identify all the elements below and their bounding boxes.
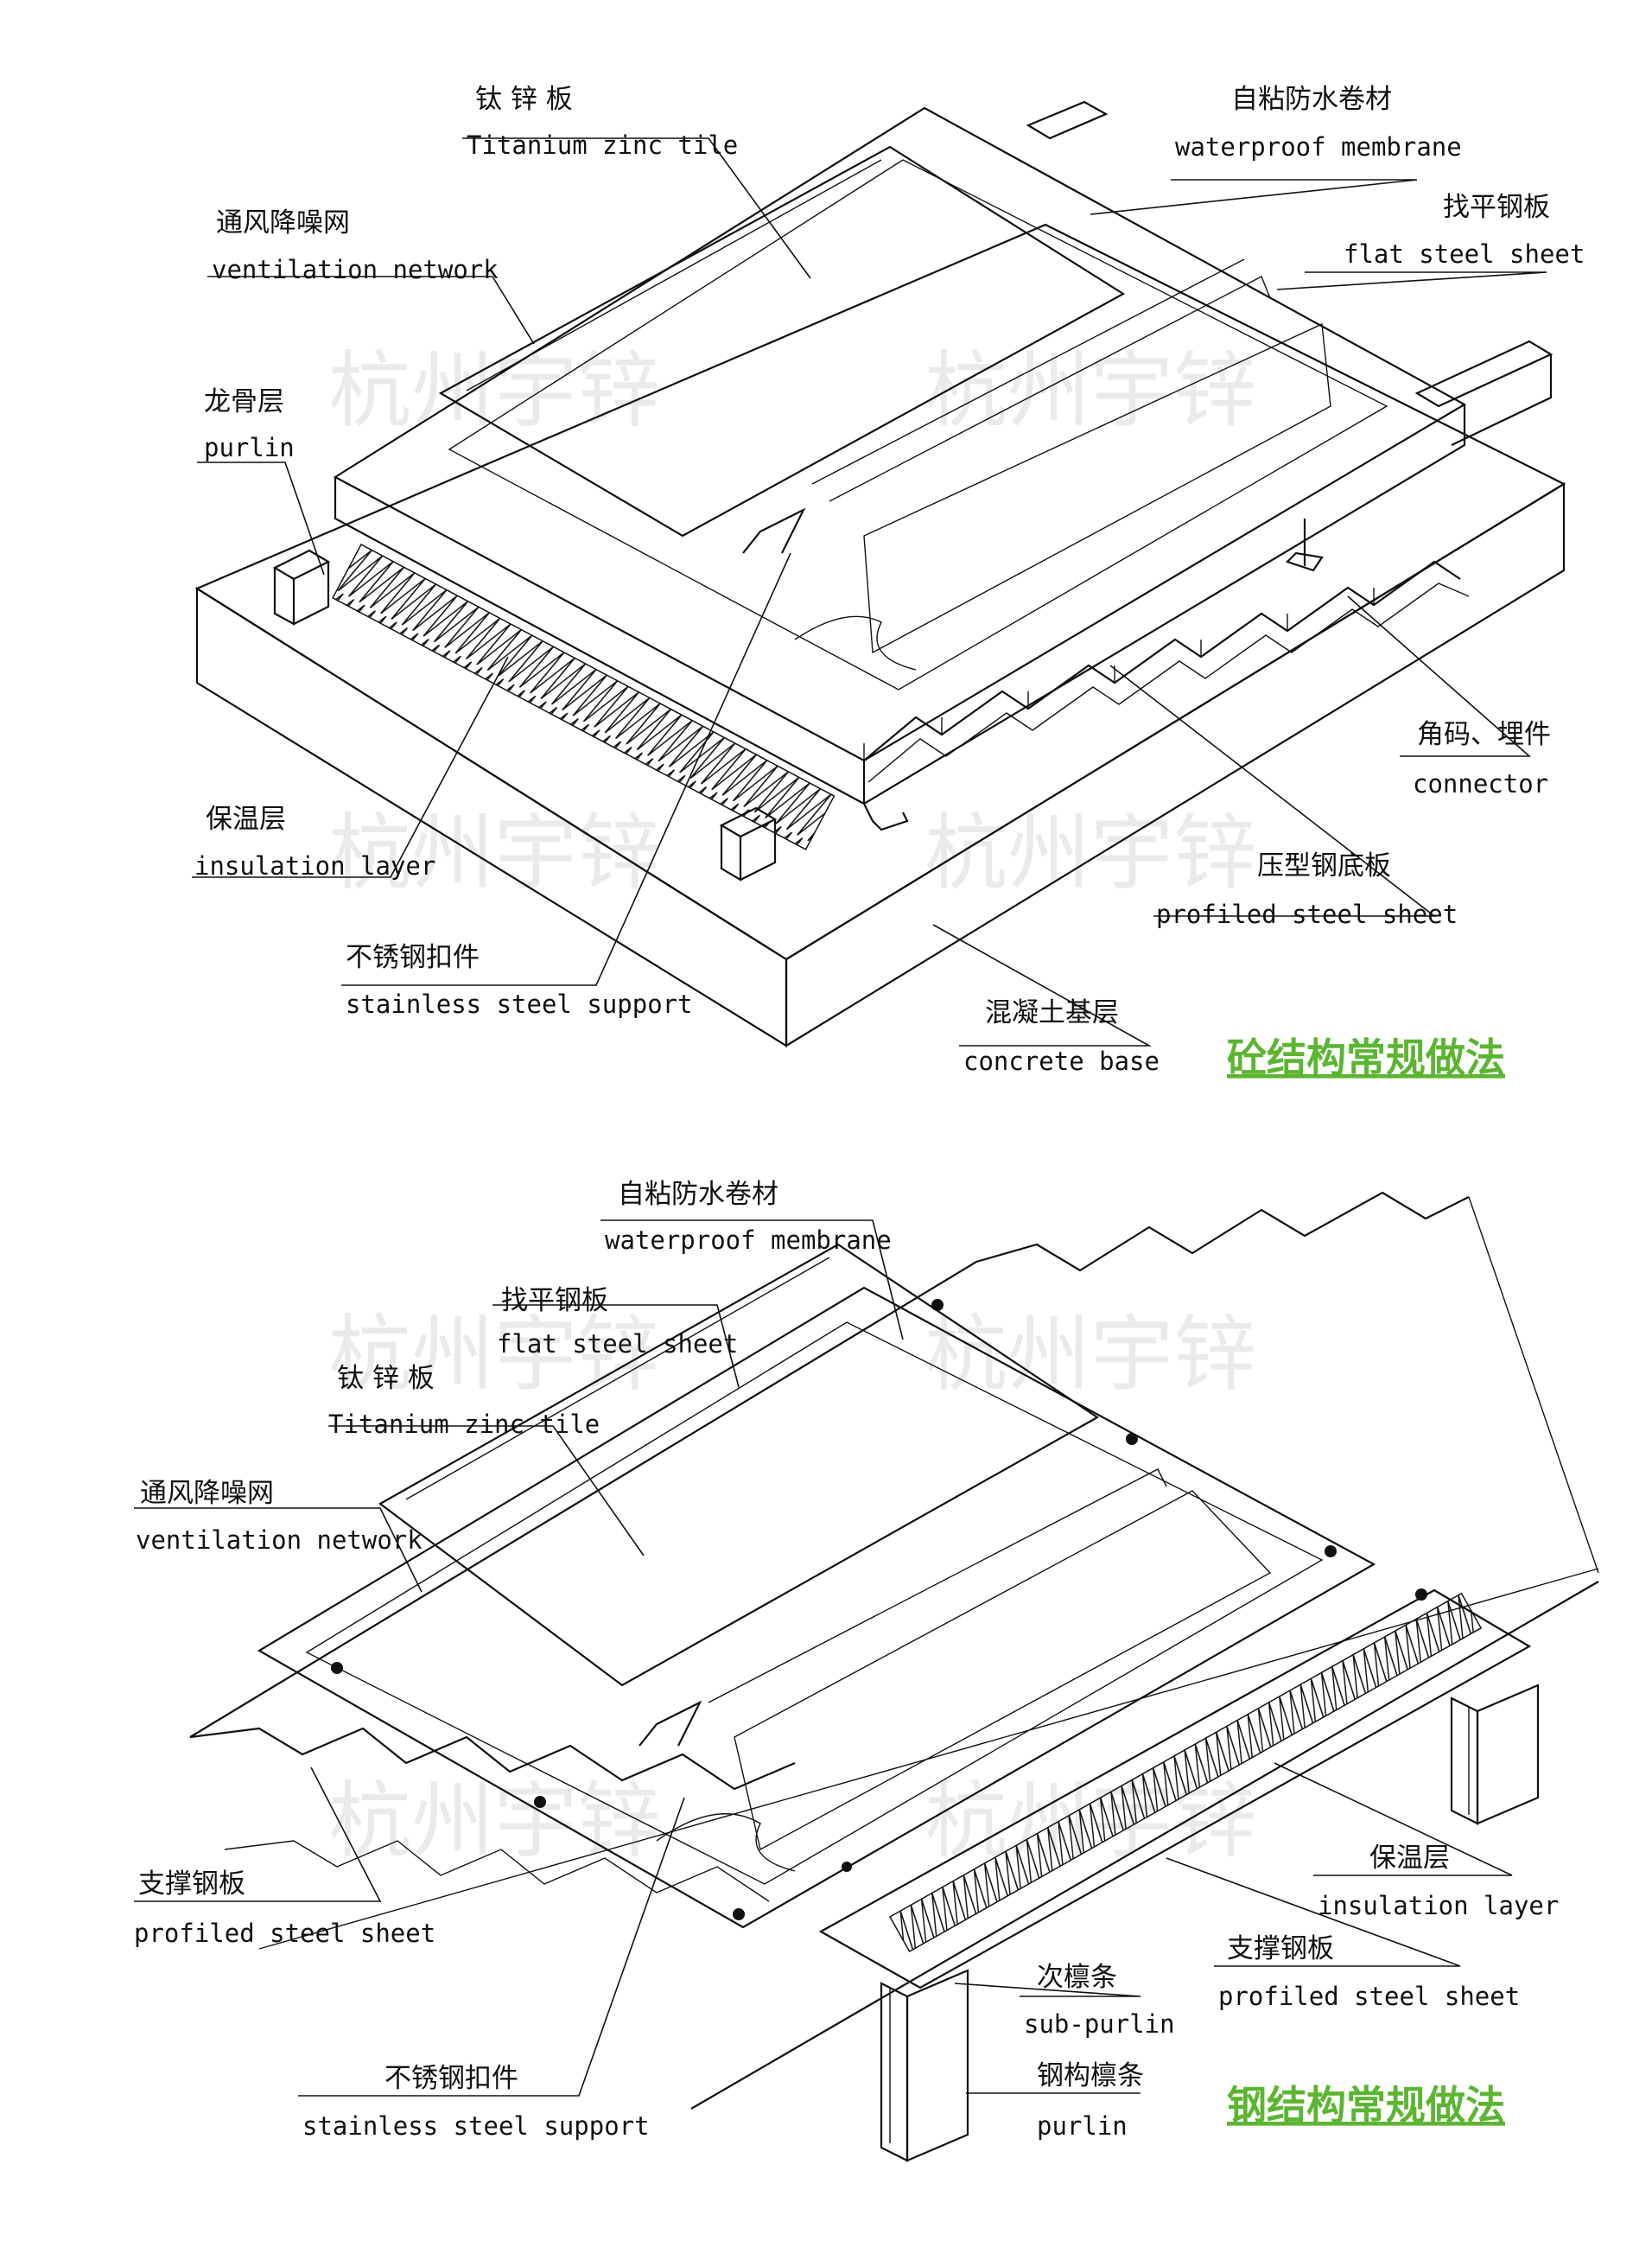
concrete-slab — [194, 223, 1566, 1047]
top-label-ventilation-en: ventilation network — [212, 255, 499, 284]
watermark-6: 杭州宇锌 — [924, 1306, 1256, 1403]
watermark-2: 杭州宇锌 — [924, 342, 1256, 439]
top-label-flatsteel-en: flat steel sheet — [1344, 239, 1585, 269]
top-label-profiled-cn: 压型钢底板 — [1257, 850, 1391, 882]
top-label-connector-en: connector — [1413, 769, 1548, 799]
bottom-label-profiled-right-en: profiled steel sheet — [1218, 1982, 1520, 2011]
bottom-label-insulation-en: insulation layer — [1318, 1891, 1559, 1920]
bottom-insulation — [888, 1592, 1483, 1953]
top-label-titanium-en: Titanium zinc tile — [467, 130, 738, 160]
top-connectors — [863, 519, 1324, 831]
bottom-subpurlin — [818, 1588, 1532, 1989]
bottom-label-ventilation-cn: 通风降噪网 — [140, 1478, 274, 1509]
top-label-membrane-cn: 自粘防水卷材 — [1231, 84, 1392, 115]
top-label-support-en: stainless steel support — [346, 990, 693, 1019]
profiled-deck — [863, 560, 1470, 783]
top-title: 砼结构常规做法 — [1227, 1034, 1505, 1081]
top-purlins — [272, 100, 1554, 882]
bottom-label-support-en: stainless steel support — [302, 2111, 650, 2141]
top-label-purlin-en: purlin — [204, 433, 295, 462]
top-label-concrete-cn: 混凝土基层 — [985, 997, 1119, 1028]
bottom-label-purlin-en: purlin — [1037, 2111, 1128, 2141]
bottom-purlins — [880, 1684, 1540, 2162]
top-label-titanium-cn: 钛 锌 板 — [475, 84, 573, 115]
top-label-insulation-en: insulation layer — [194, 851, 435, 881]
watermark-1: 杭州宇锌 — [328, 342, 660, 439]
bottom-label-subpurlin-en: sub-purlin — [1024, 2009, 1175, 2039]
bottom-label-titanium-cn: 钛 锌 板 — [337, 1363, 435, 1394]
bottom-label-subpurlin-cn: 次檩条 — [1037, 1962, 1117, 1993]
bottom-label-profiled-right-cn: 支撑钢板 — [1227, 1933, 1334, 1964]
bottom-label-flatsteel-cn: 找平钢板 — [501, 1285, 608, 1316]
watermark-7: 杭州宇锌 — [328, 1773, 660, 1869]
bottom-screws — [331, 1299, 1427, 1920]
bottom-label-insulation-cn: 保温层 — [1369, 1843, 1450, 1874]
top-label-concrete-en: concrete base — [963, 1047, 1160, 1076]
top-leaders — [192, 137, 1547, 1047]
bottom-label-ventilation-en: ventilation network — [136, 1525, 423, 1555]
top-label-insulation-cn: 保温层 — [206, 804, 286, 835]
top-zinc-tile — [438, 145, 1331, 654]
top-label-purlin-cn: 龙骨层 — [204, 386, 284, 417]
bottom-labels: 自粘防水卷材 waterproof membrane 找平钢板 flat ste… — [134, 1179, 1559, 2141]
top-membrane — [333, 106, 1467, 805]
bottom-label-flatsteel-en: flat steel sheet — [497, 1329, 738, 1359]
top-label-ventilation-cn: 通风降噪网 — [216, 207, 350, 239]
bottom-leaders — [134, 1219, 1513, 2097]
bottom-drawing — [134, 1191, 1599, 2162]
watermark-group: 杭州宇锌 杭州宇锌 杭州宇锌 杭州宇锌 杭州宇锌 杭州宇锌 杭州宇锌 杭州宇锌 — [328, 342, 1256, 1869]
top-label-support-cn: 不锈钢扣件 — [346, 942, 480, 973]
bottom-label-membrane-cn: 自粘防水卷材 — [618, 1179, 778, 1210]
top-label-flatsteel-cn: 找平钢板 — [1443, 192, 1550, 223]
top-drawing — [192, 100, 1566, 1047]
top-insulation — [332, 543, 836, 850]
bottom-label-membrane-en: waterproof membrane — [605, 1225, 892, 1255]
bottom-title: 钢结构常规做法 — [1227, 2082, 1505, 2129]
bottom-label-profiled-left-en: profiled steel sheet — [134, 1919, 435, 1948]
bottom-zinc-tile — [378, 1243, 1272, 1851]
top-label-profiled-en: profiled steel sheet — [1156, 900, 1458, 929]
bottom-membrane — [257, 1286, 1376, 1929]
bottom-label-support-cn: 不锈钢扣件 — [384, 2063, 518, 2094]
watermark-4: 杭州宇锌 — [924, 805, 1256, 901]
bottom-label-profiled-left-cn: 支撑钢板 — [138, 1868, 245, 1900]
top-labels: 钛 锌 板 Titanium zinc tile 自粘防水卷材 waterpro… — [194, 84, 1585, 1081]
top-label-connector-cn: 角码、埋件 — [1417, 719, 1551, 750]
watermark-3: 杭州宇锌 — [328, 805, 660, 901]
bottom-label-titanium-en: Titanium zinc tile — [328, 1410, 600, 1439]
bottom-label-purlin-cn: 钢构檩条 — [1037, 2060, 1144, 2091]
top-label-membrane-en: waterproof membrane — [1175, 132, 1462, 162]
